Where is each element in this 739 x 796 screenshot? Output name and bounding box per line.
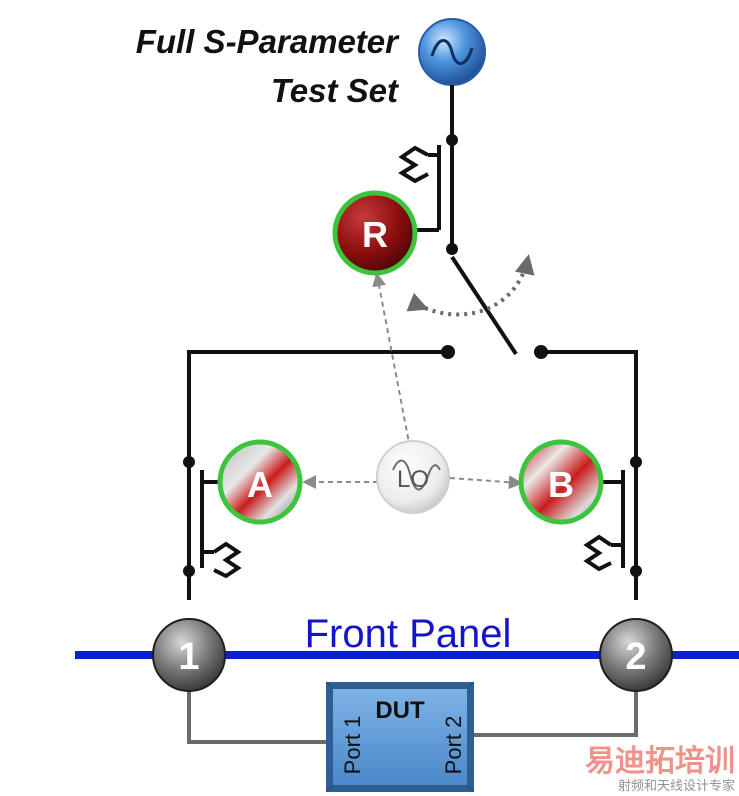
junction-dot [183, 456, 195, 468]
port-2-connector: 2 [599, 618, 673, 692]
transfer-switch-blade [450, 255, 518, 356]
dut-box: DUT Port 1 Port 2 [325, 681, 475, 793]
lo-wave-icon [392, 459, 441, 491]
reference-receiver-label: R [362, 214, 388, 255]
junction-dot [630, 456, 642, 468]
watermark-text: 易迪拓培训 [585, 744, 735, 779]
switch-motion-arrow [406, 254, 535, 317]
junction-dot [630, 565, 642, 577]
watermark: 易迪拓培训 射频和天线设计专家 [585, 744, 735, 794]
lo-distribution-arrows [302, 272, 523, 490]
reference-coupler [398, 85, 454, 250]
dut-connections [187, 690, 638, 744]
rf-source [418, 18, 486, 86]
sine-wave-icon [430, 39, 474, 65]
port-2-coupler [583, 470, 625, 572]
junction-dot [534, 345, 548, 359]
front-panel-label: Front Panel [305, 612, 512, 656]
port-1-connector: 1 [152, 618, 226, 692]
signal-paths [187, 350, 638, 600]
dut-port-2-label: Port 2 [441, 716, 466, 775]
receiver-b: B [518, 439, 604, 525]
receiver-a: A [217, 439, 303, 525]
junction-dot [183, 565, 195, 577]
title-line-2: Test Set [271, 72, 400, 109]
receiver-b-label: B [548, 464, 574, 505]
watermark-subtitle: 射频和天线设计专家 [618, 778, 735, 794]
junction-dot [446, 134, 458, 146]
dut-title: DUT [375, 697, 425, 724]
junction-dot [446, 243, 458, 255]
junction-dot [441, 345, 455, 359]
receiver-a-label: A [247, 464, 273, 505]
port-2-number: 2 [625, 636, 646, 678]
dut-port-1-label: Port 1 [340, 716, 365, 775]
reference-receiver: R [332, 190, 418, 276]
port-1-number: 1 [178, 636, 199, 678]
lo-label: LO [397, 466, 429, 493]
title-line-1: Full S-Parameter [136, 23, 400, 60]
local-oscillator: LO [376, 440, 450, 514]
